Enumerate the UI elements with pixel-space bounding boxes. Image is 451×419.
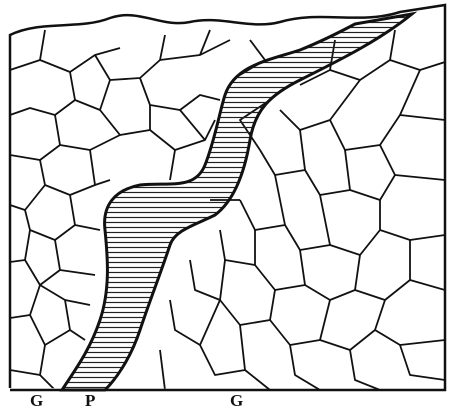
label-g-right: G xyxy=(230,392,243,409)
label-p: P xyxy=(85,392,95,409)
label-g-left: G xyxy=(30,392,43,409)
phase-p-band xyxy=(62,14,412,390)
